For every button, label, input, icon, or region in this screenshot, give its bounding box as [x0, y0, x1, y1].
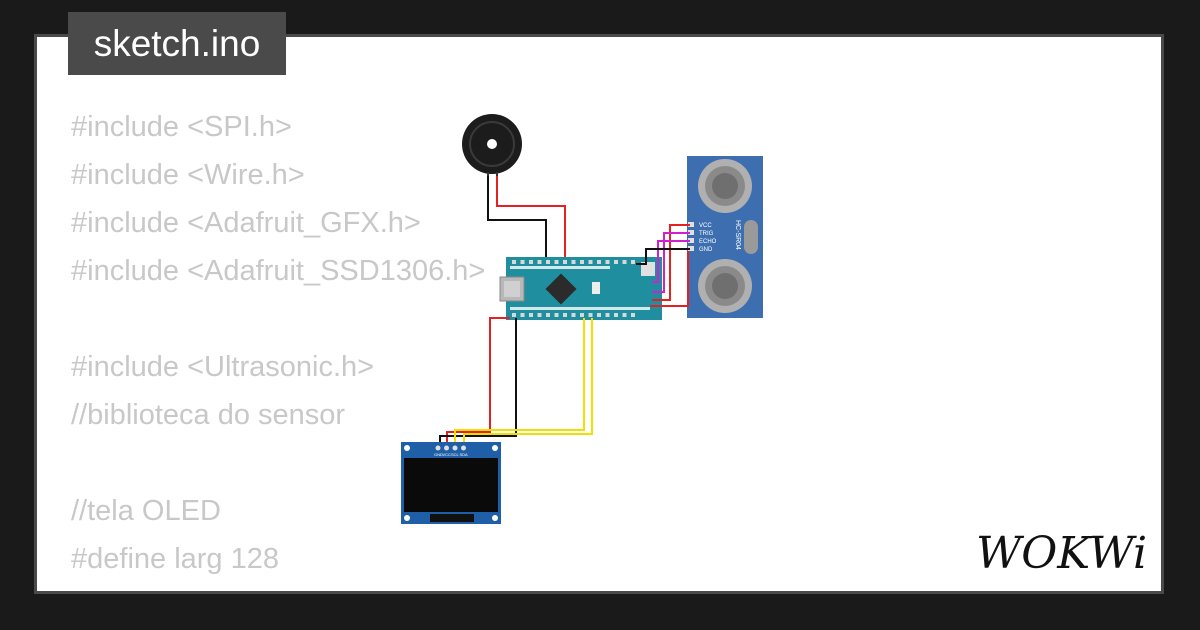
nano-pin [614, 313, 618, 317]
sensor-pin-label: ECHO [699, 239, 717, 245]
nano-pin [563, 313, 567, 317]
svg-text:WOKWi: WOKWi [976, 528, 1147, 579]
nano-pin [529, 313, 533, 317]
nano-pin [512, 260, 516, 264]
code-line: #include <Wire.h> [71, 159, 305, 191]
oled-pin [452, 445, 458, 451]
sensor-pin-label: GND [699, 247, 713, 253]
sensor-wires [636, 224, 690, 307]
ultrasonic-sensor[interactable]: VCC TRIG ECHO GND HC-SR04 [687, 156, 763, 318]
oled-pin-label: SDA [460, 452, 469, 457]
oled-pin-label: GND [434, 452, 443, 457]
sensor-pin [688, 222, 694, 227]
nano-pin [529, 260, 533, 264]
oled-pin [435, 445, 441, 451]
buzzer[interactable] [462, 114, 522, 178]
nano-pin [614, 260, 618, 264]
code-line: #include <Ultrasonic.h> [71, 351, 375, 383]
nano-pin [520, 313, 525, 317]
nano-pin [588, 313, 593, 317]
oled-wires [439, 317, 593, 446]
oled-pin [444, 445, 449, 451]
nano-pin [571, 260, 576, 264]
nano-pin [546, 313, 550, 317]
nano-pin [622, 260, 627, 264]
nano-pin [631, 313, 635, 317]
code-editor[interactable]: #include <SPI.h> #include <Wire.h> #includ… [71, 103, 486, 591]
nano-pin [597, 260, 601, 264]
code-line: //biblioteca do sensor [71, 399, 346, 431]
sensor-pin-header: VCC TRIG ECHO GND HC-SR04 [688, 220, 741, 253]
code-line: //tela OLED [71, 495, 221, 527]
oled-pin-label: SCL [451, 452, 460, 457]
wokwi-logo: WOKWi [976, 528, 1147, 579]
nano-top-pin-row [512, 260, 635, 264]
code-line: #define larg 128 [71, 543, 279, 575]
nano-pin [631, 260, 635, 264]
nano-pin [588, 260, 593, 264]
code-card: #include <SPI.h> #include <Wire.h> #includ… [34, 34, 1164, 594]
nano-pin [605, 260, 610, 264]
nano-bottom-pin-row [512, 313, 635, 317]
nano-pin [571, 313, 576, 317]
nano-pin [537, 313, 542, 317]
nano-pin [554, 260, 559, 264]
file-tab[interactable]: sketch.ino [68, 12, 286, 75]
sensor-pin [688, 230, 694, 235]
nano-pin [512, 313, 516, 317]
nano-pin [563, 260, 567, 264]
code-line: #include <Adafruit_GFX.h> [71, 207, 421, 239]
arduino-nano[interactable] [499, 257, 662, 320]
nano-pin [520, 260, 525, 264]
oled-pin [461, 445, 466, 451]
oled-pin-label: VCC [443, 452, 452, 457]
nano-pin [554, 313, 559, 317]
sensor-model-label: HC-SR04 [734, 220, 741, 250]
code-line: #include <SPI.h> [71, 111, 292, 143]
nano-pin [546, 260, 550, 264]
nano-pin [537, 260, 542, 264]
sensor-pin-label: TRIG [699, 231, 714, 237]
sensor-pin-label: VCC [699, 223, 712, 229]
buzzer-wires [487, 176, 566, 262]
nano-pin [622, 313, 627, 317]
code-line: #include <Adafruit_SSD1306.h> [71, 255, 486, 287]
nano-pin [580, 260, 584, 264]
sensor-pin [688, 238, 694, 243]
nano-pin [605, 313, 610, 317]
nano-pin [597, 313, 601, 317]
sensor-pin [688, 246, 694, 251]
nano-pin [580, 313, 584, 317]
